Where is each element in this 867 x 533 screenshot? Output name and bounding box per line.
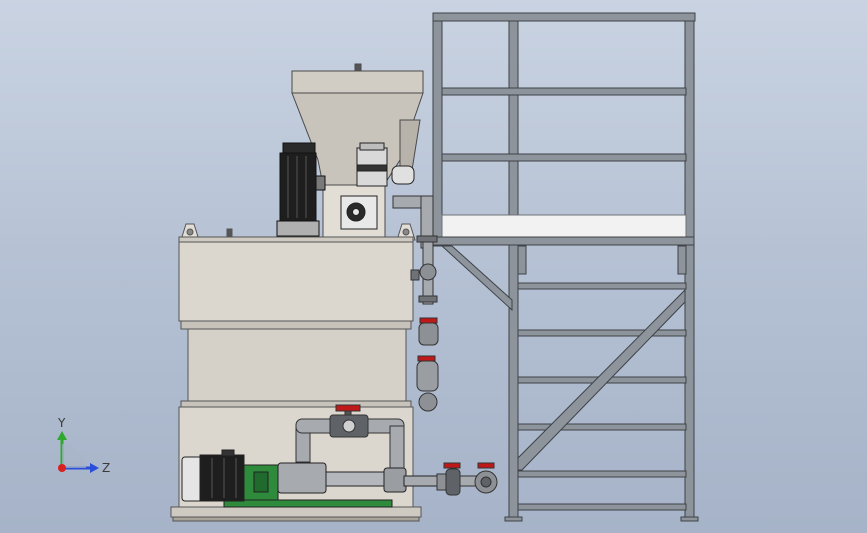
- tank-middle-section: [187, 328, 407, 402]
- y-axis-label: Y: [57, 416, 66, 430]
- axis-arc: [62, 444, 86, 468]
- tank-upper-rim: [178, 236, 414, 243]
- dosing-pump: [181, 449, 441, 508]
- valve-2-handle: [417, 355, 436, 362]
- pump-discharge-pipe: [403, 475, 441, 487]
- pump-motor-body: [199, 454, 245, 502]
- axis-triad: Y Z: [57, 416, 110, 475]
- platform-beam: [432, 236, 695, 246]
- valve-4-body: [445, 468, 461, 496]
- frame-top-beam: [432, 12, 696, 22]
- pipe-bottom-cap: [418, 392, 438, 412]
- pipe-union-1: [419, 263, 437, 281]
- valve-2-body: [416, 360, 439, 392]
- pump-base-plate: [223, 499, 393, 508]
- frame-rail-1: [441, 87, 687, 96]
- x-axis-marker: [58, 464, 66, 472]
- platform-deck: [441, 214, 687, 238]
- pipe-flange-2: [418, 295, 438, 303]
- feeder-fan-cover: [391, 165, 415, 185]
- frame-foot-right: [680, 516, 699, 522]
- frame-foot-middle: [504, 516, 523, 522]
- mixer-terminal-box: [315, 175, 326, 191]
- pump-motor-fan-cover: [181, 456, 203, 502]
- discharge-pipe-assembly: [392, 195, 439, 412]
- stair-tread-5: [517, 470, 687, 478]
- pump-discharge-end: [383, 467, 407, 493]
- tank-top-knob: [226, 228, 233, 237]
- valve-1-handle: [419, 317, 438, 324]
- transfer-piping: [295, 404, 405, 477]
- tank-band-1: [180, 320, 412, 330]
- pump-motor-terminal: [221, 449, 235, 457]
- feeder-motor-band: [356, 164, 388, 172]
- pipe-small-fitting: [410, 269, 420, 281]
- mixer-motor-flange: [276, 220, 320, 237]
- platform-bracket-left: [517, 245, 527, 275]
- valve-4-handle: [443, 462, 461, 469]
- pump-stator-tube: [325, 471, 391, 487]
- feeder-gear-hub: [352, 208, 360, 216]
- stair-diagonal-brace: [517, 288, 686, 471]
- frame-post-left: [432, 13, 443, 247]
- pump-suction-housing: [277, 462, 327, 494]
- stair-tread-1: [517, 282, 687, 290]
- mixer-motor-cap: [282, 142, 316, 154]
- tank-skid-base: [170, 506, 422, 518]
- steel-platform-frame: [432, 12, 699, 522]
- stair-tread-6: [517, 503, 687, 511]
- feeder-gear-motor: [340, 142, 415, 230]
- platform-bracket-right: [677, 245, 687, 275]
- stair-tread-4: [517, 423, 687, 431]
- mixer-motor: [276, 142, 326, 237]
- frame-rail-2: [441, 153, 687, 162]
- hopper-top-lid: [291, 70, 424, 94]
- stair-tread-2: [517, 329, 687, 337]
- outlet-valves: [436, 462, 498, 496]
- tank-skid-foot: [172, 516, 420, 522]
- hopper-lid-knob: [354, 63, 362, 72]
- valve-3-handle: [335, 404, 361, 412]
- valve-1-body: [418, 322, 439, 346]
- pipe-flange-1: [416, 235, 438, 243]
- platform-diagonal-brace: [440, 245, 513, 312]
- valve-5-handle: [477, 462, 495, 469]
- tank-band-2: [180, 400, 412, 408]
- mixer-motor-body: [279, 152, 317, 222]
- tank-upper-section: [178, 236, 414, 322]
- feeder-motor-cap: [359, 142, 385, 151]
- z-axis-label: Z: [102, 461, 110, 475]
